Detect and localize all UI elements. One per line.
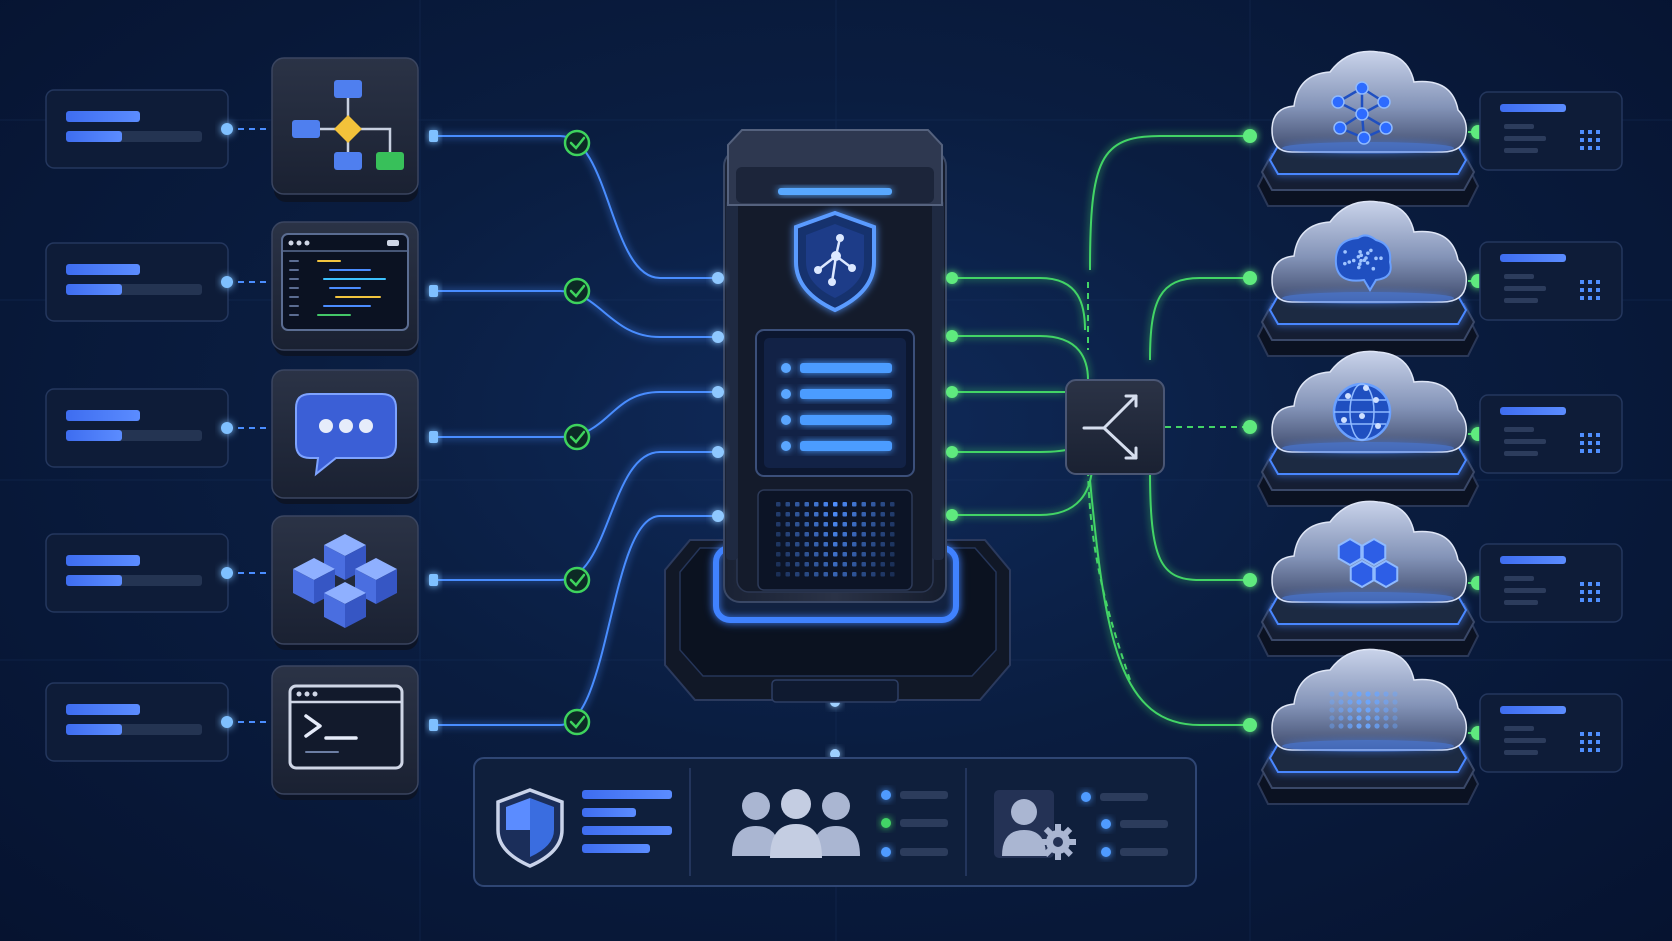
hub-left-ports bbox=[712, 272, 724, 522]
grid-icon bbox=[1580, 433, 1600, 453]
cloud-input-nodes bbox=[1243, 129, 1257, 732]
server-list-panel bbox=[755, 329, 915, 477]
code-editor-icon bbox=[281, 233, 409, 331]
footer-panel bbox=[473, 757, 1197, 887]
footer-security-section[interactable] bbox=[496, 788, 672, 868]
hub-vent-grid bbox=[757, 489, 913, 591]
central-hub[interactable] bbox=[664, 129, 1011, 703]
hex-cluster-cloud[interactable] bbox=[1256, 500, 1480, 657]
input-card[interactable] bbox=[45, 388, 229, 468]
output-card[interactable] bbox=[1479, 693, 1623, 773]
hub-status-light bbox=[778, 188, 892, 195]
output-card[interactable] bbox=[1479, 241, 1623, 321]
hub-right-ports bbox=[946, 272, 958, 521]
footer-admin-section[interactable] bbox=[994, 790, 1168, 860]
footer-users-section[interactable] bbox=[732, 789, 948, 858]
input-card[interactable] bbox=[45, 242, 229, 322]
input-card[interactable] bbox=[45, 89, 229, 169]
check-icon bbox=[563, 566, 591, 594]
check-icon bbox=[563, 423, 591, 451]
cloud-services bbox=[1256, 50, 1480, 805]
global-mesh-cloud[interactable] bbox=[1256, 350, 1480, 507]
output-card[interactable] bbox=[1479, 91, 1623, 171]
check-icon bbox=[563, 708, 591, 736]
terminal-tile[interactable] bbox=[271, 665, 419, 800]
router-node[interactable] bbox=[1065, 379, 1165, 475]
shield-network-icon bbox=[794, 210, 876, 313]
grid-icon bbox=[1580, 280, 1600, 300]
modules-tile[interactable] bbox=[271, 515, 419, 650]
dot-matrix-cloud[interactable] bbox=[1256, 648, 1480, 805]
check-badges bbox=[563, 129, 591, 736]
cloud-hexagon-icon bbox=[1337, 537, 1399, 589]
tile-ports bbox=[429, 130, 438, 731]
footer-top-node bbox=[830, 749, 840, 759]
shield-icon bbox=[496, 788, 564, 868]
split-arrow-icon bbox=[1082, 394, 1138, 460]
input-card-nodes bbox=[221, 123, 233, 728]
chat-tile[interactable] bbox=[271, 369, 419, 504]
cloud-brain-icon bbox=[1334, 234, 1392, 292]
code-tile[interactable] bbox=[271, 221, 419, 356]
check-icon bbox=[563, 277, 591, 305]
cloud-dots-icon bbox=[1329, 691, 1398, 729]
output-card[interactable] bbox=[1479, 394, 1623, 474]
chat-bubble-icon bbox=[295, 393, 397, 477]
knowledge-graph-cloud[interactable] bbox=[1256, 50, 1480, 207]
users-group-icon bbox=[732, 789, 860, 858]
grid-icon bbox=[1580, 732, 1600, 752]
cubes-icon bbox=[293, 534, 397, 628]
workflow-tile[interactable] bbox=[271, 57, 419, 202]
input-card[interactable] bbox=[45, 682, 229, 762]
terminal-icon bbox=[288, 684, 404, 770]
left-dashed-links bbox=[227, 128, 270, 723]
user-settings-icon bbox=[994, 790, 1076, 860]
grid-icon bbox=[1580, 582, 1600, 602]
cloud-globe-icon bbox=[1332, 382, 1392, 442]
workflow-diagram-icon bbox=[292, 80, 404, 170]
grid-icon bbox=[1580, 130, 1600, 150]
output-cards bbox=[1479, 91, 1623, 773]
ai-brain-cloud[interactable] bbox=[1256, 200, 1480, 357]
output-card[interactable] bbox=[1479, 543, 1623, 623]
check-icon bbox=[563, 129, 591, 157]
input-card[interactable] bbox=[45, 533, 229, 613]
cloud-network-icon bbox=[1331, 81, 1393, 145]
